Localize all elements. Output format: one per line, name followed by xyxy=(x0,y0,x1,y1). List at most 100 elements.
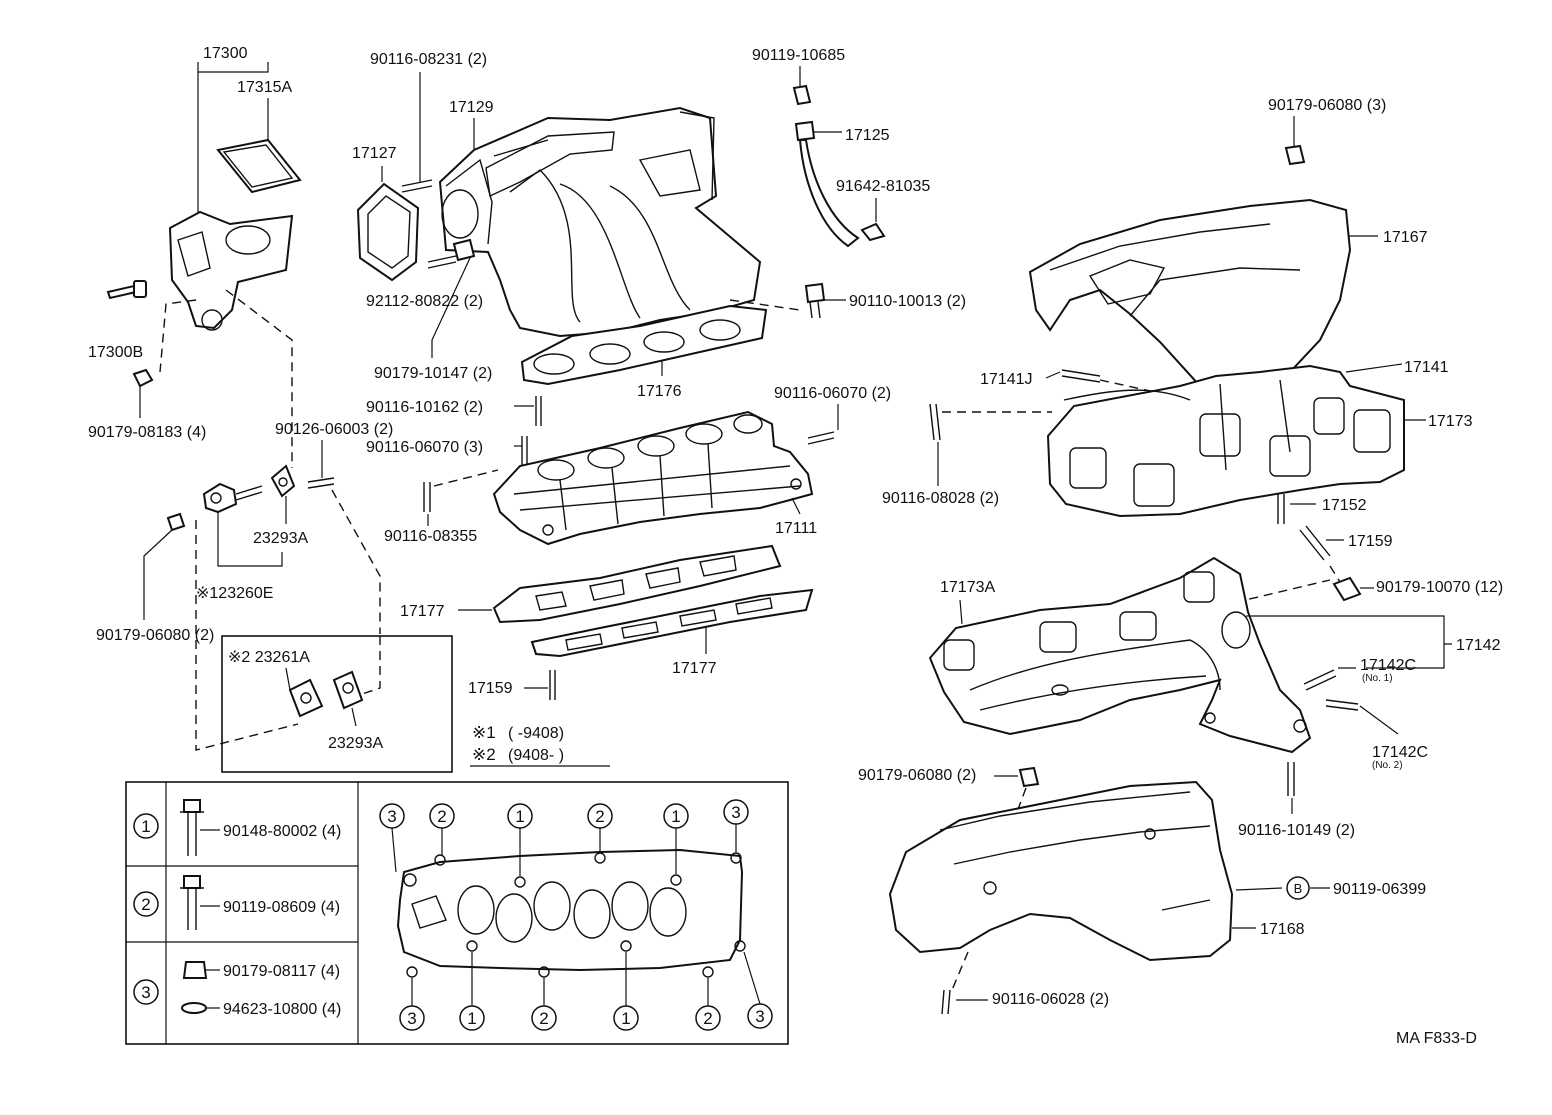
exhaust-upper-group: 90179-06080 (3) 17167 17141J 17141 17173… xyxy=(882,97,1503,602)
throttle-body-group: 17300 17315A 17300B 90179-08183 (4) xyxy=(88,45,302,468)
egr-gasket-shape-b xyxy=(332,670,364,710)
seq-bottom-6: 3 xyxy=(755,1007,764,1026)
exhaust-gasket-17173-shape xyxy=(1046,364,1405,518)
note-2-mark: ※2 xyxy=(472,745,496,764)
label-90179-06080-2b: 90179-06080 (2) xyxy=(858,767,976,784)
label-23261A: ※2 23261A xyxy=(228,649,310,666)
label-90110-10013: 90110-10013 (2) xyxy=(849,293,966,310)
note-1-mark: ※1 xyxy=(472,723,496,742)
label-92112-80822: 92112-80822 (2) xyxy=(366,293,483,310)
heat-insulator-lower-group: 90179-06080 (2) B 90119-06399 17168 9011… xyxy=(858,766,1426,1015)
label-90126-06003: 90126-06003 (2) xyxy=(275,421,393,438)
label-17152: 17152 xyxy=(1322,497,1367,514)
label-90116-08355: 90116-08355 xyxy=(384,528,477,545)
legend-mark-2: 2 xyxy=(141,895,150,914)
diagram-code: MA F833-D xyxy=(1396,1030,1477,1047)
exhaust-manifold-17142-shape xyxy=(928,556,1312,754)
seq-top-4: 2 xyxy=(595,807,604,826)
exhaust-lower-group: 17173A 17142 17142C (No. 1) 17142C (No. … xyxy=(928,556,1501,839)
seq-bottom-3: 2 xyxy=(539,1009,548,1028)
stay-bracket-group: 90119-10685 17125 91642-81035 90110-1001… xyxy=(752,47,966,319)
label-17141: 17141 xyxy=(1404,359,1449,376)
note-1-text: ( -9408) xyxy=(508,725,564,742)
variant-box xyxy=(221,635,453,773)
label-91642-81035: 91642-81035 xyxy=(836,178,930,195)
legend-row-2: 90119-08609 (4) xyxy=(223,899,340,916)
label-17168: 17168 xyxy=(1260,921,1305,938)
label-17142C-no2: (No. 2) xyxy=(1372,760,1403,771)
label-17159-b: 17159 xyxy=(468,680,513,697)
label-90116-10149: 90116-10149 (2) xyxy=(1238,822,1355,839)
manifold-gaskets-group: 17177 17177 17159 xyxy=(400,544,814,700)
label-17142C-1: 17142C xyxy=(1360,657,1416,674)
label-17300B: 17300B xyxy=(88,344,143,361)
label-17142C-2: 17142C xyxy=(1372,744,1428,761)
chamber-lower-gasket xyxy=(520,304,768,386)
intake-chamber-group: 90116-08231 (2) 17129 17127 92112-80822 … xyxy=(352,51,801,400)
label-17142: 17142 xyxy=(1456,637,1501,654)
label-17300: 17300 xyxy=(203,45,248,62)
stay-bracket-shape xyxy=(798,139,860,248)
label-90116-06070-2: 90116-06070 (2) xyxy=(774,385,891,402)
label-90179-06080-2a: 90179-06080 (2) xyxy=(96,627,214,644)
label-90179-10147: 90179-10147 (2) xyxy=(374,365,492,382)
egr-gasket-shape-a xyxy=(288,678,324,718)
label-23293A-b: 23293A xyxy=(328,735,383,752)
label-17159-a: 17159 xyxy=(1348,533,1393,550)
fastener-legend: 1 90148-80002 (4) 2 90119-08609 (4) 3 90… xyxy=(125,781,789,1045)
seq-top-6: 3 xyxy=(731,803,740,822)
intake-manifold-shape xyxy=(492,410,814,546)
label-17127: 17127 xyxy=(352,145,397,162)
isc-valve-group: 90126-06003 (2) 23293A ※123260E 90179-06… xyxy=(96,421,453,773)
throttle-body-shape xyxy=(168,210,294,330)
seq-top-2: 2 xyxy=(437,807,446,826)
label-17129: 17129 xyxy=(449,99,494,116)
heat-insulator-upper-shape xyxy=(1028,198,1352,394)
label-17173: 17173 xyxy=(1428,413,1473,430)
label-90116-06070-3: 90116-06070 (3) xyxy=(366,439,483,456)
label-90119-10685: 90119-10685 xyxy=(752,47,845,64)
label-90116-08231: 90116-08231 (2) xyxy=(370,51,487,68)
heat-insulator-lower-shape xyxy=(888,780,1234,962)
seq-top-1: 3 xyxy=(387,807,396,826)
label-90179-06080-3: 90179-06080 (3) xyxy=(1268,97,1386,114)
label-23293A-a: 23293A xyxy=(253,530,308,547)
label-123260E: ※123260E xyxy=(196,585,273,602)
label-90119-06399: 90119-06399 xyxy=(1333,881,1426,898)
label-90116-06028: 90116-06028 (2) xyxy=(992,991,1109,1008)
seq-bottom-1: 3 xyxy=(407,1009,416,1028)
label-90116-10162: 90116-10162 (2) xyxy=(366,399,483,416)
label-90116-08028: 90116-08028 (2) xyxy=(882,490,999,507)
legend-row-3b: 94623-10800 (4) xyxy=(223,1001,341,1018)
variant-notes: ※1 ( -9408) ※2 (9408- ) xyxy=(470,723,610,767)
legend-row-3a: 90179-08117 (4) xyxy=(223,963,340,980)
seq-bottom-5: 2 xyxy=(703,1009,712,1028)
legend-mark-1: 1 xyxy=(141,817,150,836)
mark-b: B xyxy=(1294,881,1303,896)
label-17177-a: 17177 xyxy=(400,603,445,620)
gasket-17177-lower xyxy=(530,588,814,658)
isc-valve-shape xyxy=(202,482,238,514)
legend-mark-3: 3 xyxy=(141,983,150,1002)
label-17176: 17176 xyxy=(637,383,682,400)
label-17141J: 17141J xyxy=(980,371,1033,388)
label-17125: 17125 xyxy=(845,127,890,144)
label-17173A: 17173A xyxy=(940,579,995,596)
intake-manifold-group: 90116-10162 (2) 90116-06070 (3) 90116-06… xyxy=(366,385,891,546)
seq-bottom-4: 1 xyxy=(621,1009,630,1028)
note-2-text: (9408- ) xyxy=(508,747,564,764)
label-90179-08183: 90179-08183 (4) xyxy=(88,424,206,441)
legend-row-1: 90148-80002 (4) xyxy=(223,823,341,840)
label-90179-10070: 90179-10070 (12) xyxy=(1376,579,1503,596)
label-17315A: 17315A xyxy=(237,79,292,96)
throttle-gasket-shape xyxy=(216,138,302,194)
label-17142C-no1: (No. 1) xyxy=(1362,673,1393,684)
seq-bottom-2: 1 xyxy=(467,1009,476,1028)
label-17111: 17111 xyxy=(775,520,817,537)
label-17177-b: 17177 xyxy=(672,660,717,677)
seq-top-5: 1 xyxy=(671,807,680,826)
label-17167: 17167 xyxy=(1383,229,1428,246)
seq-top-3: 1 xyxy=(515,807,524,826)
